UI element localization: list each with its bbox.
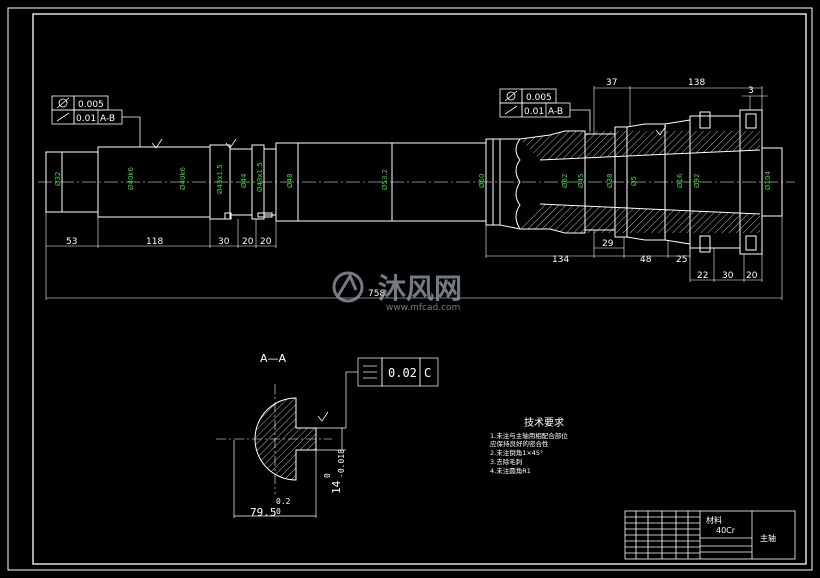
svg-text:Ø43x1.5: Ø43x1.5: [216, 164, 224, 194]
diameter-labels: Ø32 Ø40k6 Ø40k6 Ø43x1.5 Ø44 Ø43x1.5 Ø48 …: [54, 162, 772, 194]
svg-text:Ø38: Ø38: [606, 174, 614, 188]
dim-25: 25: [676, 255, 687, 265]
dim-30-right: 30: [722, 271, 734, 281]
gdt-left-value1: 0.005: [78, 100, 104, 110]
dim-20a: 20: [242, 237, 254, 247]
tech-req-item-1: 1.未注与主轴用相配合部位: [490, 431, 568, 440]
symmetry-tolerance: 0.02: [388, 366, 417, 380]
dim-20b: 20: [260, 237, 272, 247]
technical-requirements: 技术要求 1.未注与主轴用相配合部位 应保持良好的密合性 2.未注倒角1×45°…: [490, 416, 568, 475]
svg-text:Ø44: Ø44: [240, 173, 248, 188]
tech-req-item-5: 4.未注圆角R1: [490, 466, 531, 475]
svg-text:Ø53.2: Ø53.2: [381, 169, 389, 190]
dimension-values-top: 37 138 3: [606, 78, 754, 96]
svg-text:Ø40k6: Ø40k6: [179, 167, 187, 190]
gdt-frame-left: 0.005 0.01 A-B: [51, 95, 141, 147]
roughness-marks: [151, 125, 667, 422]
gdt-frame-right: 0.005 0.01 A-B: [499, 88, 591, 131]
dim-section-width-tol2: 0: [276, 507, 281, 516]
svg-text:Ø104: Ø104: [764, 171, 772, 190]
dim-30: 30: [218, 237, 230, 247]
section-title: A—A: [260, 352, 287, 365]
dim-section-width: 79.5: [250, 506, 277, 519]
svg-text:Ø40k6: Ø40k6: [127, 167, 135, 190]
watermark-logo-icon: [332, 271, 364, 303]
dim-section-width-tol: 0.2: [276, 497, 291, 506]
section-hatching: [515, 131, 760, 233]
dim-20-right: 20: [746, 271, 758, 281]
section-view: A—A 0.02 C 79.5 0.2 0 14 0 -0.018: [216, 352, 439, 519]
dim-key-tol1: 0: [323, 473, 332, 478]
part-name: 主轴: [760, 533, 776, 543]
svg-text:Ø43x1.5: Ø43x1.5: [256, 162, 264, 192]
dim-22: 22: [697, 271, 708, 281]
tech-req-title: 技术要求: [524, 416, 564, 429]
outer-frame: [7, 7, 813, 571]
svg-text:Ø45: Ø45: [577, 174, 585, 188]
gdt-right-datum: A-B: [548, 107, 563, 117]
dimension-values-bottom: 53 118 30 20 20 758 134 29 48 25 22 30 2…: [66, 237, 758, 299]
watermark: 沐风网 www.mfcad.com: [332, 271, 462, 313]
tech-req-item-3: 2.未注倒角1×45°: [490, 448, 543, 457]
dim-29: 29: [602, 239, 614, 249]
dim-118: 118: [146, 237, 163, 247]
dim-3: 3: [748, 86, 754, 96]
title-block: [624, 510, 796, 560]
watermark-brand: 沐风网: [378, 272, 462, 305]
dim-138: 138: [688, 78, 705, 88]
material-value: 40Cr: [716, 526, 736, 535]
material-label: 材料: [706, 515, 722, 525]
dim-53: 53: [66, 237, 77, 247]
symmetry-datum: C: [424, 366, 431, 380]
tech-req-item-2: 应保持良好的密合性: [490, 439, 549, 448]
watermark-url: www.mfcad.com: [386, 303, 460, 313]
gdt-right-value1: 0.005: [526, 93, 552, 103]
dimensions-top: [593, 86, 768, 134]
dim-37: 37: [606, 78, 617, 88]
svg-text:Ø16: Ø16: [676, 173, 684, 188]
tech-req-item-4: 3.去除毛刺: [490, 457, 522, 466]
dim-overall: 758: [368, 289, 385, 299]
dim-key-width: 14: [330, 480, 343, 494]
gdt-left-datum: A-B: [100, 114, 115, 124]
dim-48: 48: [640, 255, 652, 265]
svg-text:Ø32: Ø32: [54, 172, 62, 186]
svg-text:Ø92: Ø92: [693, 174, 701, 188]
gdt-left-value2: 0.01: [76, 114, 96, 124]
svg-text:Ø60: Ø60: [478, 174, 486, 188]
dim-134: 134: [552, 255, 569, 265]
gdt-right-value2: 0.01: [524, 107, 544, 117]
svg-text:Ø5: Ø5: [630, 176, 638, 186]
svg-text:Ø62: Ø62: [561, 174, 569, 188]
inner-frame: [32, 13, 807, 565]
svg-text:Ø48: Ø48: [286, 174, 294, 188]
dimensions-bottom: [45, 212, 783, 300]
dim-key-tol2: -0.018: [337, 449, 346, 478]
